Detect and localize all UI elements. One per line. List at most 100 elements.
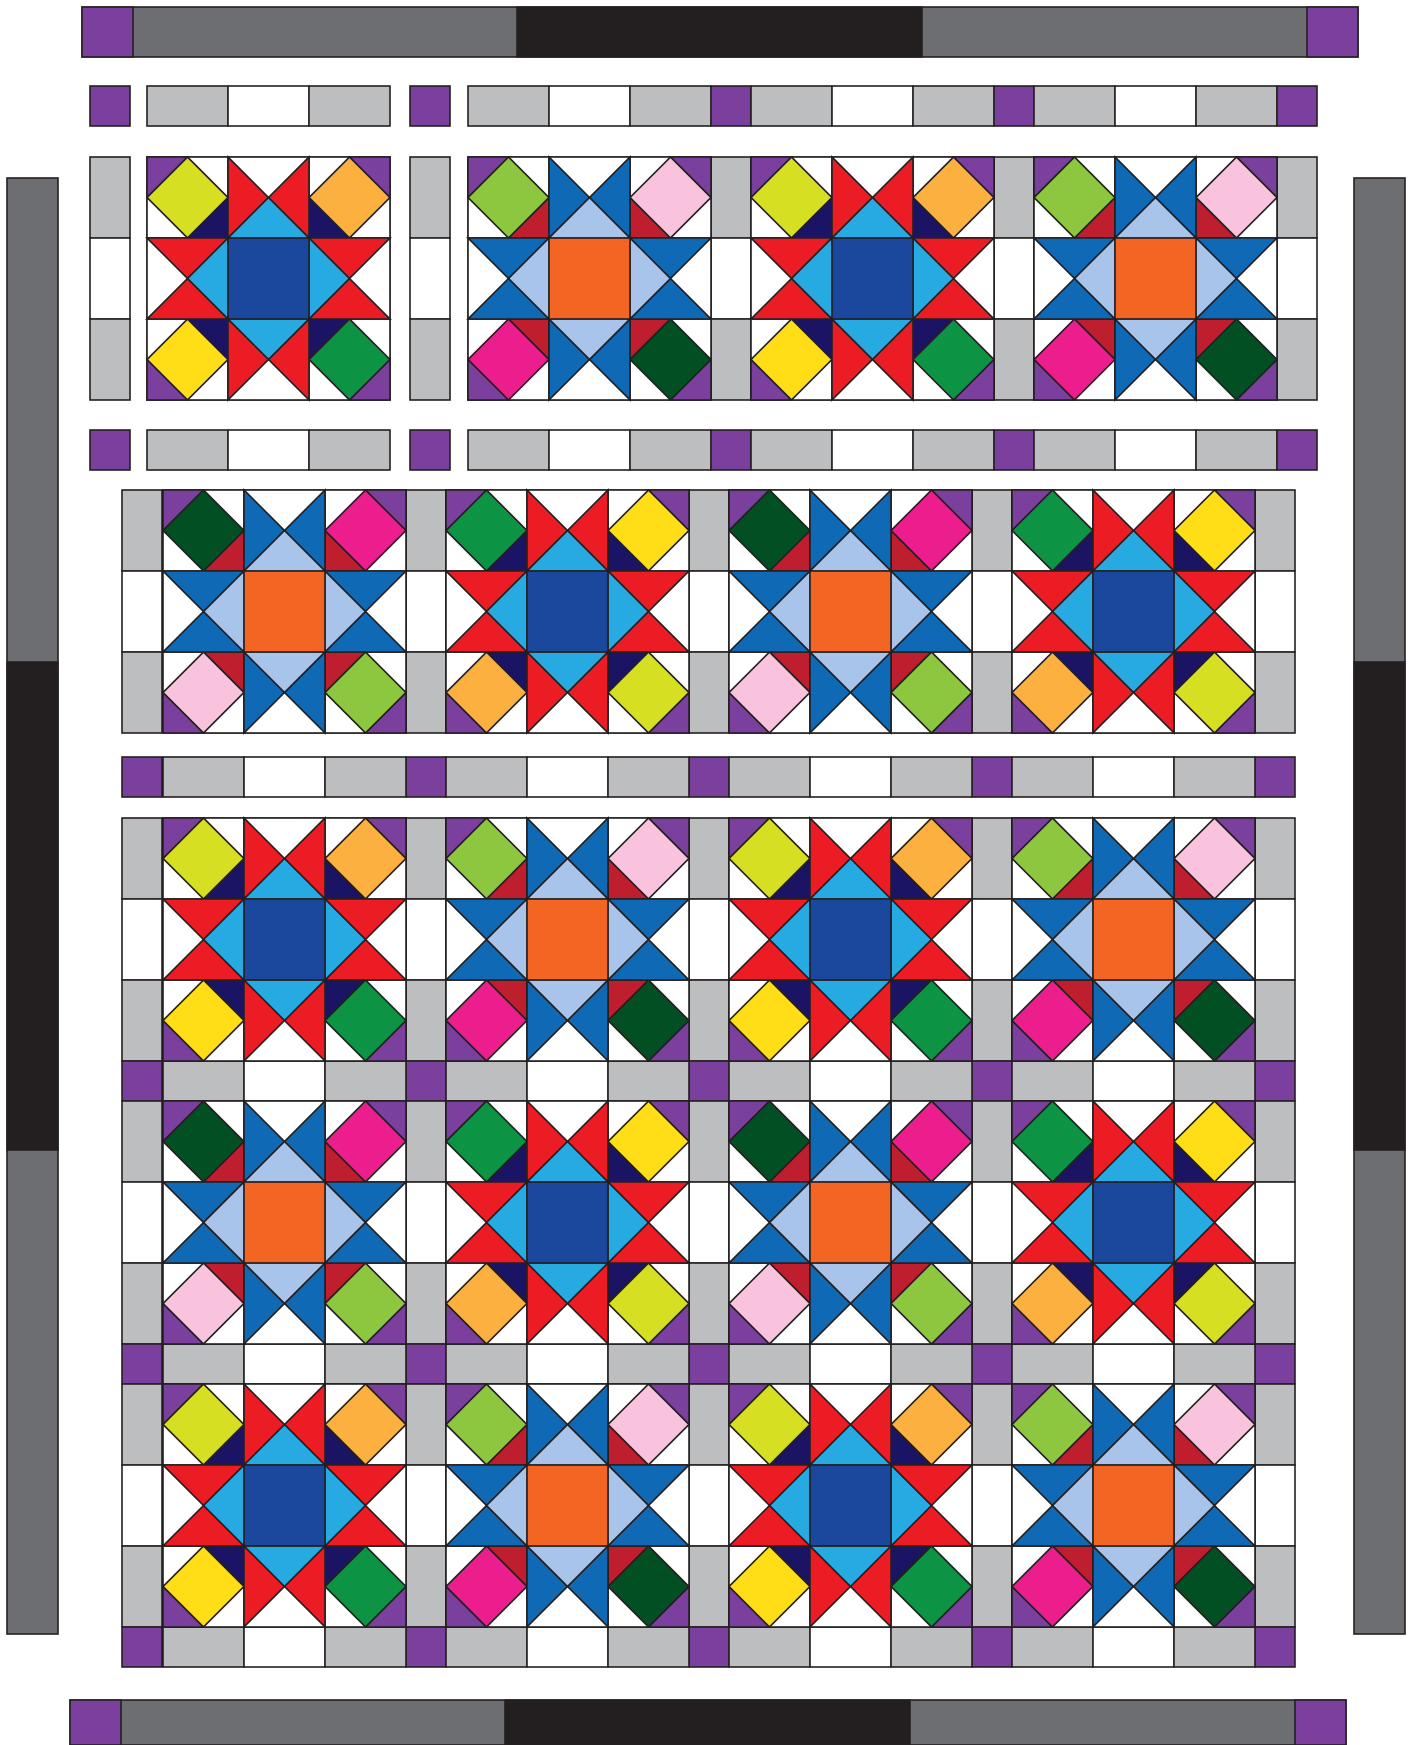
sashing-piece	[1255, 980, 1295, 1061]
cornerstone	[122, 1344, 162, 1384]
block-center	[527, 1182, 608, 1263]
blue-center-star-block	[1012, 1101, 1255, 1344]
block-center	[1115, 238, 1196, 319]
sashing-piece	[228, 86, 309, 126]
sashing-piece	[122, 1384, 162, 1465]
cornerstone	[1255, 1061, 1295, 1101]
cornerstone	[689, 1344, 729, 1384]
cornerstone	[122, 1061, 162, 1101]
orange-center-star-block	[729, 490, 972, 733]
sashing-piece	[972, 1182, 1012, 1263]
block-center	[228, 238, 309, 319]
sashing-piece	[527, 1344, 608, 1384]
sashing-piece	[1012, 1061, 1093, 1101]
sashing-piece	[147, 86, 228, 126]
sashing-piece	[406, 652, 446, 733]
sashing-piece	[729, 1344, 810, 1384]
blue-center-star-block	[147, 157, 390, 400]
top-border-cornerstone	[1307, 7, 1358, 57]
block-center	[1093, 899, 1174, 980]
sashing-piece	[972, 571, 1012, 652]
cornerstone	[994, 86, 1034, 126]
sashing-piece	[832, 430, 913, 470]
block-center	[244, 1182, 325, 1263]
sashing-piece	[1255, 490, 1295, 571]
cornerstone	[972, 1061, 1012, 1101]
sashing-piece	[468, 86, 549, 126]
cornerstone	[410, 86, 450, 126]
sashing-piece	[1115, 86, 1196, 126]
sashing-piece	[689, 1101, 729, 1182]
sashing-piece	[406, 490, 446, 571]
sashing-piece	[1093, 757, 1174, 797]
sashing-piece	[410, 319, 450, 400]
sashing-piece	[810, 1344, 891, 1384]
cornerstone	[1277, 86, 1317, 126]
sashing-piece	[1012, 757, 1093, 797]
sashing-piece	[1255, 1263, 1295, 1344]
cornerstone	[689, 757, 729, 797]
top-border-center	[517, 7, 922, 57]
cornerstone	[972, 1627, 1012, 1667]
orange-center-star-block	[468, 157, 711, 400]
block-center	[810, 1465, 891, 1546]
cornerstone	[90, 430, 130, 470]
orange-center-star-block	[446, 1384, 689, 1627]
cornerstone	[689, 1061, 729, 1101]
cornerstone	[406, 1344, 446, 1384]
sashing-piece	[711, 238, 751, 319]
sashing-piece	[446, 757, 527, 797]
sashing-piece	[810, 1061, 891, 1101]
sashing-piece	[608, 757, 689, 797]
sashing-piece	[1093, 1061, 1174, 1101]
sashing-piece	[122, 1182, 162, 1263]
sashing-piece	[972, 1384, 1012, 1465]
sashing-piece	[527, 757, 608, 797]
block-center	[810, 571, 891, 652]
sashing-piece	[147, 430, 228, 470]
orange-center-star-block	[1012, 1384, 1255, 1627]
sashing-piece	[122, 652, 162, 733]
sashing-piece	[711, 319, 751, 400]
orange-center-star-block	[163, 1101, 406, 1344]
sashing-piece	[1174, 1344, 1255, 1384]
block-center	[527, 899, 608, 980]
sashing-piece	[630, 86, 711, 126]
bottom-border-center	[505, 1700, 910, 1745]
sashing-piece	[994, 319, 1034, 400]
sashing-piece	[406, 571, 446, 652]
block-center	[1093, 1465, 1174, 1546]
sashing-piece	[90, 238, 130, 319]
sashing-piece	[122, 818, 162, 899]
sashing-piece	[689, 1546, 729, 1627]
cornerstone	[1277, 430, 1317, 470]
sashing-piece	[527, 1061, 608, 1101]
sashing-piece	[1255, 1546, 1295, 1627]
cornerstone	[90, 86, 130, 126]
cornerstone	[711, 430, 751, 470]
cornerstone	[994, 430, 1034, 470]
sashing-piece	[913, 430, 994, 470]
blue-center-star-block	[729, 818, 972, 1061]
sashing-piece	[1093, 1627, 1174, 1667]
orange-center-star-block	[1034, 157, 1277, 400]
blue-center-star-block	[1012, 490, 1255, 733]
sashing-piece	[972, 1546, 1012, 1627]
sashing-piece	[1255, 571, 1295, 652]
sashing-piece	[972, 1101, 1012, 1182]
block-center	[810, 1182, 891, 1263]
sashing-piece	[406, 1465, 446, 1546]
sashing-piece	[711, 157, 751, 238]
orange-center-star-block	[446, 818, 689, 1061]
cornerstone	[1255, 1344, 1295, 1384]
sashing-piece	[810, 757, 891, 797]
block-center	[810, 899, 891, 980]
sashing-piece	[163, 1061, 244, 1101]
sashing-piece	[468, 430, 549, 470]
sashing-piece	[122, 899, 162, 980]
top-border-cornerstone	[82, 7, 133, 57]
blue-center-star-block	[163, 1384, 406, 1627]
sashing-piece	[913, 86, 994, 126]
sashing-piece	[689, 1263, 729, 1344]
